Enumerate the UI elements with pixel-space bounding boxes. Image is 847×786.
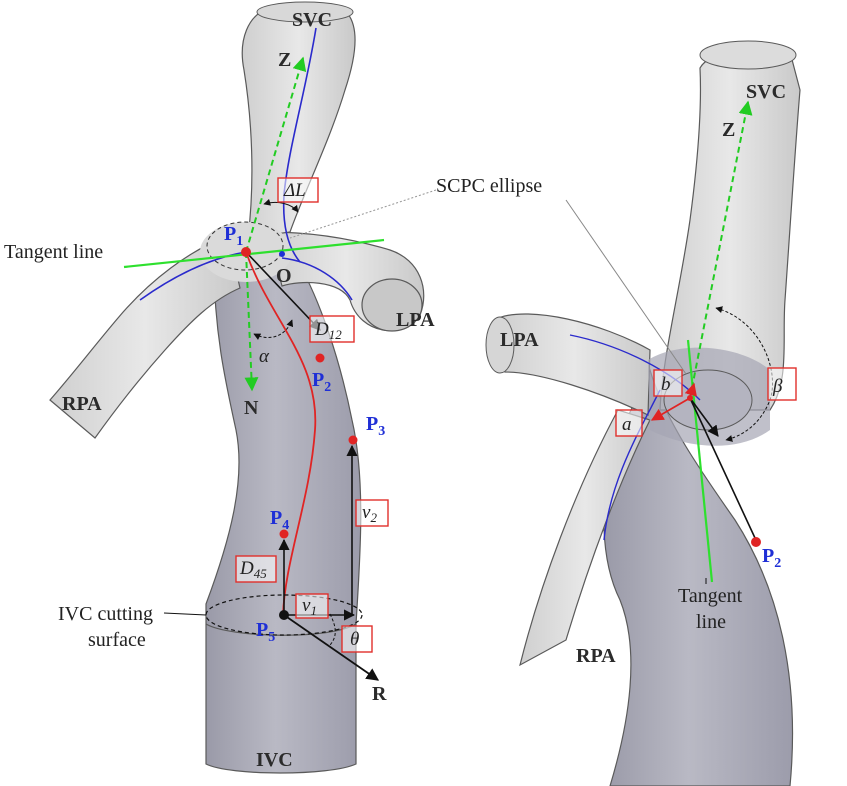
- left-v1-text: v1: [302, 595, 317, 618]
- right-center-point: [687, 395, 693, 401]
- left-p2-label: P2: [312, 369, 331, 395]
- left-ivc-callout-1: IVC cutting: [58, 603, 153, 625]
- right-a-vector: [650, 397, 691, 421]
- left-n-label: N: [244, 397, 259, 419]
- left-svc-label: SVC: [292, 9, 332, 31]
- left-v2-box: [355, 499, 389, 527]
- left-ivc-ellipse: [205, 594, 363, 636]
- right-point-p2: [751, 537, 761, 547]
- left-ivc-callout-2: surface: [88, 629, 146, 651]
- right-scpc-leader: [565, 199, 687, 375]
- left-theta-arc: [329, 613, 336, 646]
- right-beta-arc: [715, 306, 774, 442]
- right-beta-text: β: [772, 376, 783, 397]
- left-tangent-callout: Tangent line: [4, 241, 103, 263]
- left-rpa-vessel: [49, 235, 241, 439]
- left-z-label: Z: [278, 49, 291, 71]
- right-normal-vector: [689, 397, 719, 437]
- left-n-axis: [244, 251, 259, 392]
- right-b-text: b: [661, 374, 671, 395]
- right-svc-top: [699, 40, 797, 70]
- right-a-text: a: [622, 414, 632, 435]
- left-rpa-label: RPA: [62, 393, 102, 415]
- left-lpa-centerline: [281, 257, 353, 301]
- left-point-p5: [279, 610, 289, 620]
- left-p1-label: P1: [224, 223, 243, 249]
- left-p4-label: P4: [270, 507, 289, 533]
- right-p2-label: P2: [762, 545, 781, 571]
- left-svc-top: [256, 1, 354, 23]
- right-z-label: Z: [722, 119, 735, 141]
- left-delta-l-box: [277, 177, 319, 203]
- left-delta-l-arc: [263, 198, 299, 213]
- left-alpha-text: α: [259, 346, 270, 367]
- left-d12-box: [309, 315, 355, 343]
- right-panel: SVC LPA RPA Z P2 b a β Tangent line: [485, 40, 801, 786]
- right-beta-box: [767, 367, 797, 401]
- right-rpa-label: RPA: [576, 645, 616, 667]
- left-theta-box: [341, 625, 373, 653]
- left-scpc-ellipse: [206, 221, 284, 271]
- left-lpa-label: LPA: [396, 309, 435, 331]
- left-red-path: [245, 251, 317, 616]
- left-delta-l-text: ΔL: [283, 180, 306, 201]
- left-r-axis: [283, 614, 380, 681]
- right-b-box: [653, 369, 683, 397]
- left-svc-vessel: [241, 7, 356, 239]
- left-d12-text: D12: [314, 319, 342, 342]
- right-tangent-line: [686, 339, 714, 583]
- left-v2-text: v2: [362, 502, 377, 525]
- left-p3-label: P3: [366, 413, 385, 439]
- left-v1-box: [295, 593, 329, 619]
- left-ivc-leader: [163, 612, 207, 616]
- left-alpha-arc: [253, 319, 294, 340]
- right-a-box: [615, 409, 643, 437]
- left-point-p4: [279, 529, 289, 539]
- right-lpa-label: LPA: [500, 329, 539, 351]
- right-p2-vector: [689, 397, 756, 539]
- left-ivc-label: IVC: [256, 749, 293, 771]
- left-point-o: [279, 251, 285, 257]
- left-tangent-line: [123, 238, 385, 269]
- left-d12-vector: [245, 251, 321, 331]
- right-rpa-centerline: [603, 389, 661, 541]
- right-z-axis: [689, 100, 753, 399]
- left-point-p2: [315, 353, 325, 363]
- right-tangent-callout-1: Tangent: [678, 585, 743, 607]
- left-z-axis: [245, 56, 307, 253]
- left-rpa-centerline: [139, 251, 247, 301]
- left-scpc-leader: [289, 189, 437, 239]
- left-d45-text: D45: [239, 558, 267, 581]
- left-p5-label: P5: [256, 619, 275, 645]
- right-svc-label: SVC: [746, 81, 786, 103]
- left-point-p3: [348, 435, 358, 445]
- right-tangent-callout-2: line: [696, 611, 726, 633]
- left-lpa-end: [361, 278, 423, 332]
- left-d45-box: [235, 555, 277, 583]
- left-r-label: R: [372, 683, 387, 705]
- left-o-label: O: [276, 265, 292, 287]
- right-lpa-end: [485, 316, 515, 374]
- left-panel: SVC LPA RPA IVC Z N O R P1 P2 P3 P4 P5 Δ…: [4, 1, 542, 774]
- right-lpa-vessel: [497, 313, 651, 416]
- left-point-p1: [241, 247, 251, 257]
- left-scpc-callout: SCPC ellipse: [436, 175, 542, 197]
- right-rpa-vessel: [519, 409, 651, 667]
- left-theta-text: θ: [350, 629, 359, 650]
